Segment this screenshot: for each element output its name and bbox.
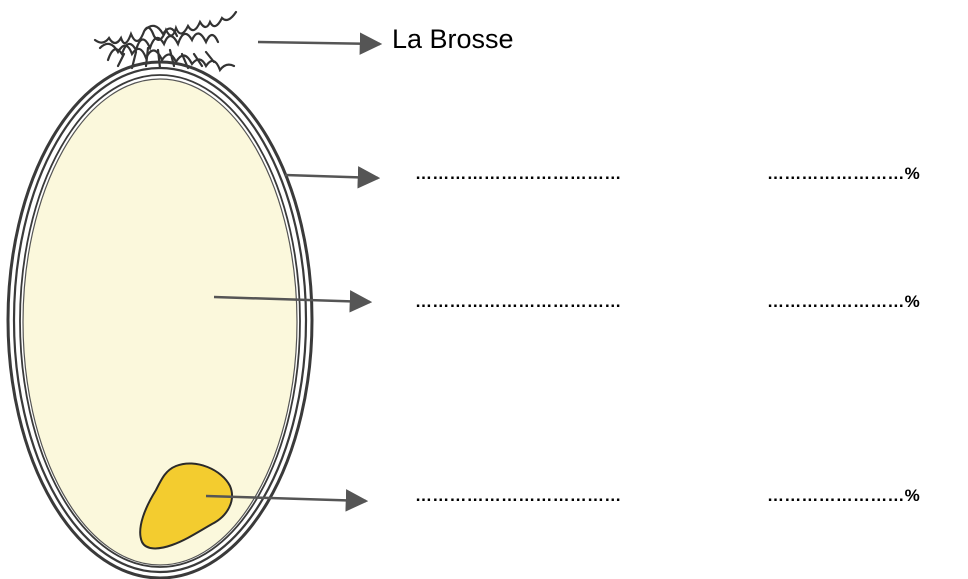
arrow-brush — [258, 42, 380, 44]
blank-coat-name[interactable]: ……………………………… — [415, 164, 621, 184]
blank-endosperm-percent[interactable]: ……………………% — [767, 292, 920, 312]
blank-germ-percent[interactable]: ……………………% — [767, 486, 920, 506]
brush-label: La Brosse — [392, 24, 514, 55]
blank-endosperm-name[interactable]: ……………………………… — [415, 292, 621, 312]
blank-coat-percent[interactable]: ……………………% — [767, 164, 920, 184]
blank-germ-name[interactable]: ……………………………… — [415, 486, 621, 506]
arrow-coat — [285, 175, 378, 178]
